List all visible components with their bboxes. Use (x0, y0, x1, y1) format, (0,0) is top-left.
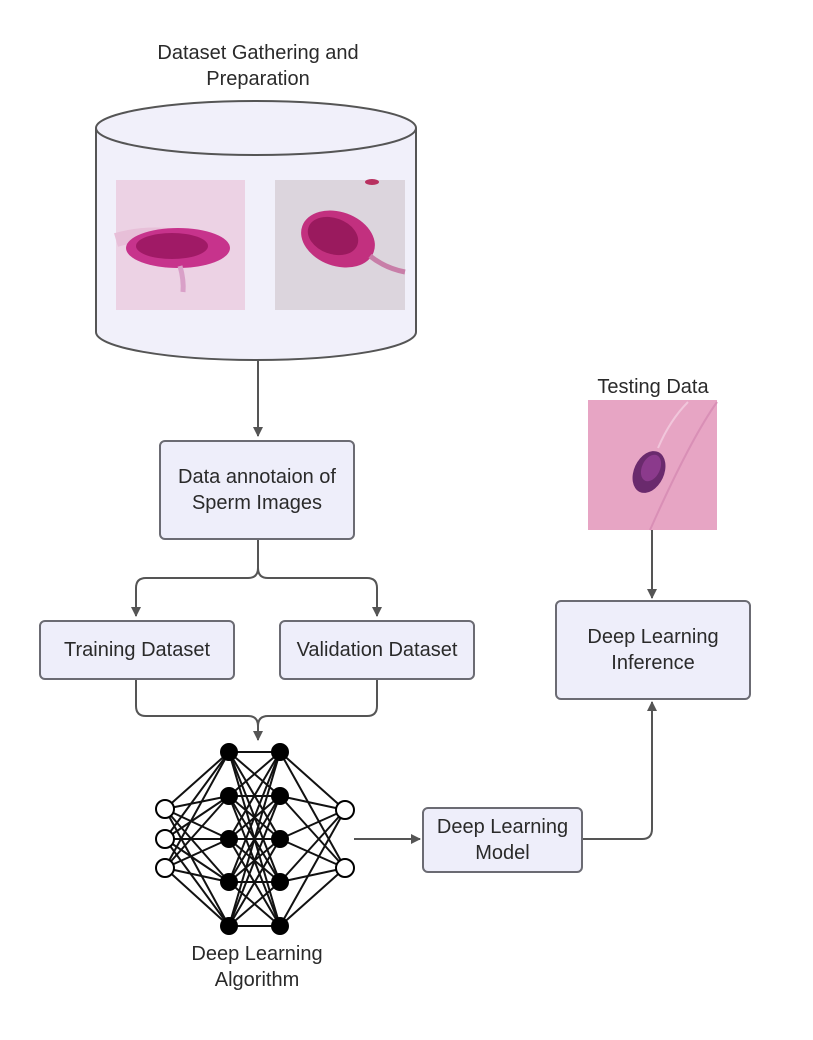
io-node (155, 858, 175, 878)
hidden-node (271, 743, 289, 761)
network-edge (279, 809, 346, 883)
network-edge (279, 751, 346, 869)
network-edge (164, 751, 230, 840)
testing-data-title: Testing Data (597, 376, 709, 398)
hidden-node (220, 743, 238, 761)
arrow-annotation-split (131, 540, 259, 617)
hidden-node (220, 917, 238, 935)
network-edge (164, 808, 230, 840)
testing-image (588, 400, 718, 531)
network-edge (279, 838, 346, 869)
network-edge (164, 838, 230, 869)
model-box: Deep Learning Model (422, 807, 583, 873)
training-dataset-box: Training Dataset (39, 620, 235, 680)
network-edge (228, 751, 281, 840)
arrow-model-to-inference (582, 701, 657, 840)
network-edge (164, 867, 230, 927)
hidden-node (271, 787, 289, 805)
sperm-image-1 (114, 180, 245, 310)
network-edge (164, 795, 230, 810)
validation-dataset-box: Validation Dataset (279, 620, 475, 680)
network-edge (279, 795, 346, 811)
network-edge (228, 751, 281, 797)
dataset-title: Dataset Gathering and Preparation (157, 42, 359, 90)
network-edge (164, 808, 230, 927)
hidden-node (271, 917, 289, 935)
io-node (155, 829, 175, 849)
network-edge (164, 795, 230, 840)
network-edge (164, 751, 230, 869)
network-edge (164, 838, 230, 927)
sperm-image-2 (275, 179, 406, 310)
hidden-node (271, 830, 289, 848)
network-edge (279, 867, 346, 927)
network-edge (228, 751, 281, 927)
io-node (335, 800, 355, 820)
arrow-annotation-split-right (257, 567, 382, 617)
network-edge (164, 838, 230, 883)
network-edge (279, 809, 346, 840)
network-edge (228, 838, 281, 927)
hidden-node (220, 787, 238, 805)
network-edge (228, 795, 281, 927)
network-edge (164, 751, 230, 810)
network-edge (279, 867, 346, 883)
network-edge (164, 867, 230, 883)
network-edge (279, 809, 346, 927)
io-node (155, 799, 175, 819)
annotation-box: Data annotaion of Sperm Images (159, 440, 355, 540)
network-edge (164, 795, 230, 869)
inference-box: Deep Learning Inference (555, 600, 751, 700)
network-edge (228, 881, 281, 927)
network-edge (164, 808, 230, 883)
algorithm-label: Deep Learning Algorithm (191, 943, 323, 991)
neural-network-icon (155, 743, 355, 935)
network-edge (279, 795, 346, 869)
hidden-node (220, 873, 238, 891)
io-node (335, 858, 355, 878)
arrow-datasets-merge-right (257, 680, 378, 727)
arrow-datasets-merge (135, 680, 263, 741)
network-edge (228, 751, 281, 883)
network-edge (279, 751, 346, 811)
hidden-node (220, 830, 238, 848)
hidden-node (271, 873, 289, 891)
